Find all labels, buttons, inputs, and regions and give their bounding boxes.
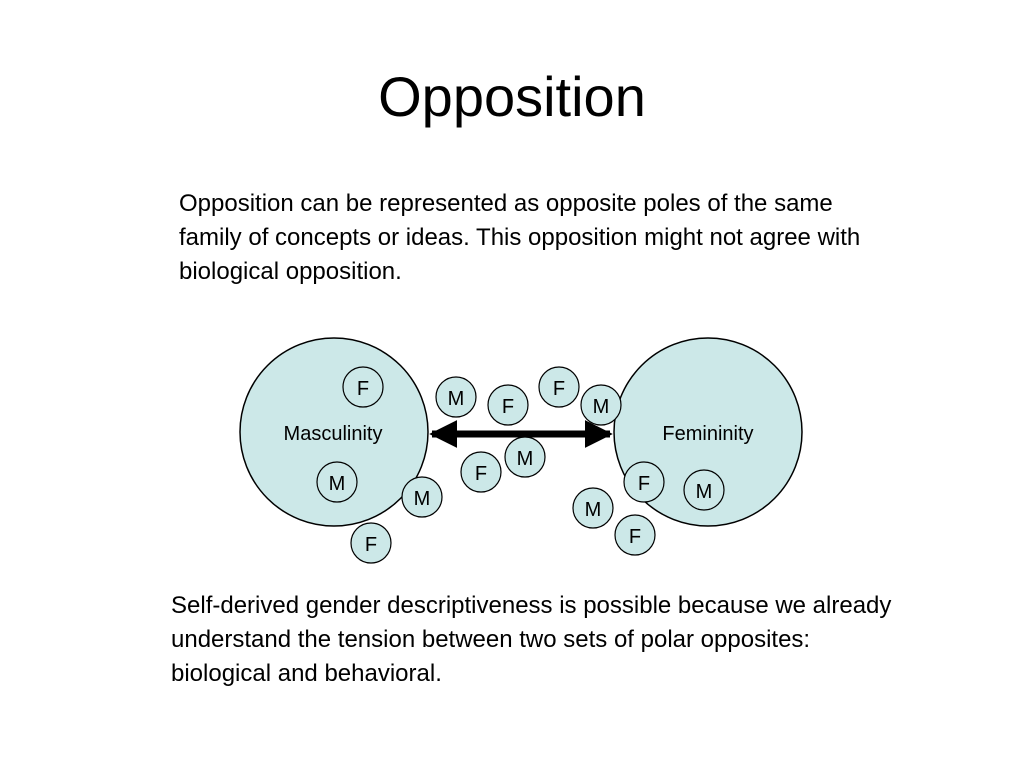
small-circle-label: M <box>696 481 713 503</box>
small-circle-m4: M <box>316 461 358 503</box>
small-circle-label: M <box>448 388 465 410</box>
small-circle-m6: M <box>683 469 725 511</box>
small-circle-label: F <box>357 378 369 400</box>
small-circle-m3: M <box>504 436 546 478</box>
small-circle-m1: M <box>435 376 477 418</box>
small-circle-label: M <box>593 396 610 418</box>
conclusion-paragraph: Self-derived gender descriptiveness is p… <box>171 592 892 687</box>
small-circle-m5: M <box>401 476 443 518</box>
intro-paragraph: Opposition can be represented as opposit… <box>179 190 861 285</box>
small-circle-f6: F <box>623 461 665 503</box>
small-circle-label: F <box>365 534 377 556</box>
small-circle-f1: F <box>342 366 384 408</box>
small-circle-label: F <box>629 526 641 548</box>
small-circle-label: M <box>517 448 534 470</box>
small-circle-label: M <box>585 499 602 521</box>
small-circle-m2: M <box>580 384 622 426</box>
small-circle-f5: F <box>350 522 392 564</box>
small-circle-label: F <box>475 463 487 485</box>
small-circle-label: M <box>329 473 346 495</box>
small-circle-f7: F <box>614 514 656 556</box>
small-circle-m7: M <box>572 487 614 529</box>
small-circle-f4: F <box>460 451 502 493</box>
slide-title: Opposition <box>378 65 646 128</box>
femininity-label: Femininity <box>662 423 753 445</box>
small-circle-label: F <box>502 396 514 418</box>
small-circle-f3: F <box>538 366 580 408</box>
small-circle-label: F <box>553 378 565 400</box>
masculinity-label: Masculinity <box>284 423 383 445</box>
small-circle-f2: F <box>487 384 529 426</box>
small-circle-label: F <box>638 473 650 495</box>
small-circle-label: M <box>414 488 431 510</box>
